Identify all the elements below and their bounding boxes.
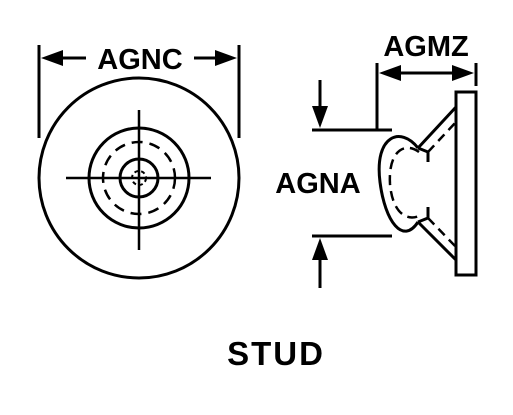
outer-circle <box>37 76 241 280</box>
front-view <box>37 76 241 280</box>
side-view <box>377 90 478 277</box>
neck-lower <box>417 207 430 224</box>
agmz-arrow-right <box>452 65 474 81</box>
agna-label: AGNA <box>275 168 360 200</box>
cone-upper-edge <box>416 105 458 150</box>
stud-head-outline <box>377 135 420 233</box>
agmz-label: AGMZ <box>383 31 468 63</box>
agnc-arrow-left <box>41 50 63 66</box>
agnc-dimension <box>37 45 241 138</box>
hidden-lower-edge <box>427 217 457 248</box>
cone-lower-edge <box>416 220 458 262</box>
agnc-arrow-right <box>215 50 237 66</box>
agnc-label: AGNC <box>97 44 182 76</box>
agmz-dimension <box>375 63 478 130</box>
agna-arrow-bottom <box>312 238 328 260</box>
agna-arrow-top <box>312 106 328 128</box>
neck-upper <box>417 146 430 162</box>
stud-head-hidden <box>388 146 420 219</box>
base-plate <box>454 90 478 277</box>
agna-dimension <box>312 80 392 288</box>
hidden-upper-edge <box>427 121 457 153</box>
diagram-caption: STUD <box>227 335 325 372</box>
agmz-arrow-left <box>379 65 401 81</box>
